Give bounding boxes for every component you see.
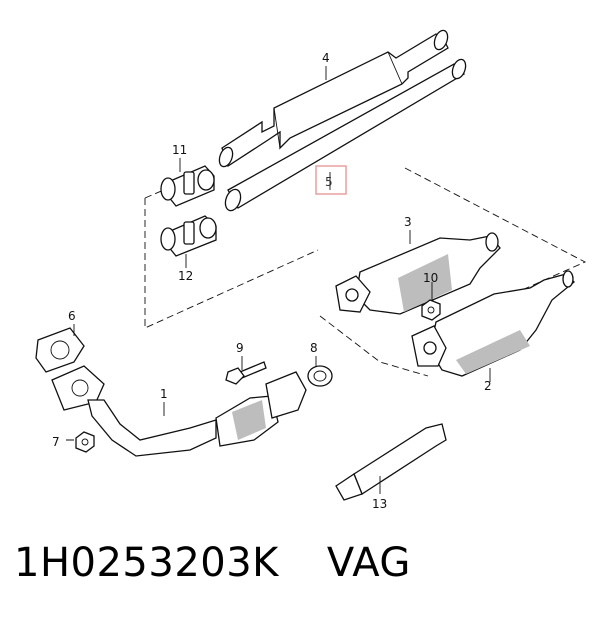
- part-4-silencer-pipe[interactable]: [217, 29, 450, 169]
- callout-2: 2: [484, 379, 492, 393]
- callout-labels: 4 5 11 12 3 10 2 6 7 1 9 8 13: [52, 51, 492, 511]
- callout-5-highlight: [315, 165, 347, 195]
- part-3-catalytic-converter[interactable]: [335, 232, 501, 315]
- callout-10: 10: [423, 271, 438, 285]
- part-7-nut[interactable]: [75, 431, 95, 453]
- part-13-paste-tube[interactable]: [335, 423, 447, 501]
- part-2-catalytic-converter[interactable]: [411, 270, 575, 377]
- callout-6: 6: [68, 309, 76, 323]
- callout-4: 4: [322, 51, 330, 65]
- callout-7: 7: [52, 435, 60, 449]
- part-1-front-pipe[interactable]: [51, 365, 307, 457]
- part-6-gasket[interactable]: [35, 327, 85, 373]
- callout-11: 11: [172, 143, 187, 157]
- part-10-nut[interactable]: [421, 299, 441, 321]
- part-number: 1H0253203K: [14, 540, 279, 586]
- part-5-intermediate-pipe[interactable]: [223, 58, 468, 213]
- part-caption: 1H0253203K VAG: [14, 540, 459, 586]
- callout-13: 13: [372, 497, 387, 511]
- part-8-seal-ring[interactable]: [307, 365, 333, 387]
- part-12-clamp[interactable]: [160, 215, 217, 257]
- brand-name: VAG: [326, 540, 411, 586]
- callout-9: 9: [236, 341, 244, 355]
- callout-3: 3: [404, 215, 412, 229]
- callout-1: 1: [160, 387, 168, 401]
- leader-lines: [66, 66, 491, 494]
- callout-5: 5: [325, 175, 333, 189]
- assembly-frame-upper: [144, 167, 587, 377]
- part-11-clamp[interactable]: [160, 165, 215, 207]
- callout-12: 12: [178, 269, 193, 283]
- part-9-bolt[interactable]: [225, 361, 267, 385]
- callout-8: 8: [310, 341, 318, 355]
